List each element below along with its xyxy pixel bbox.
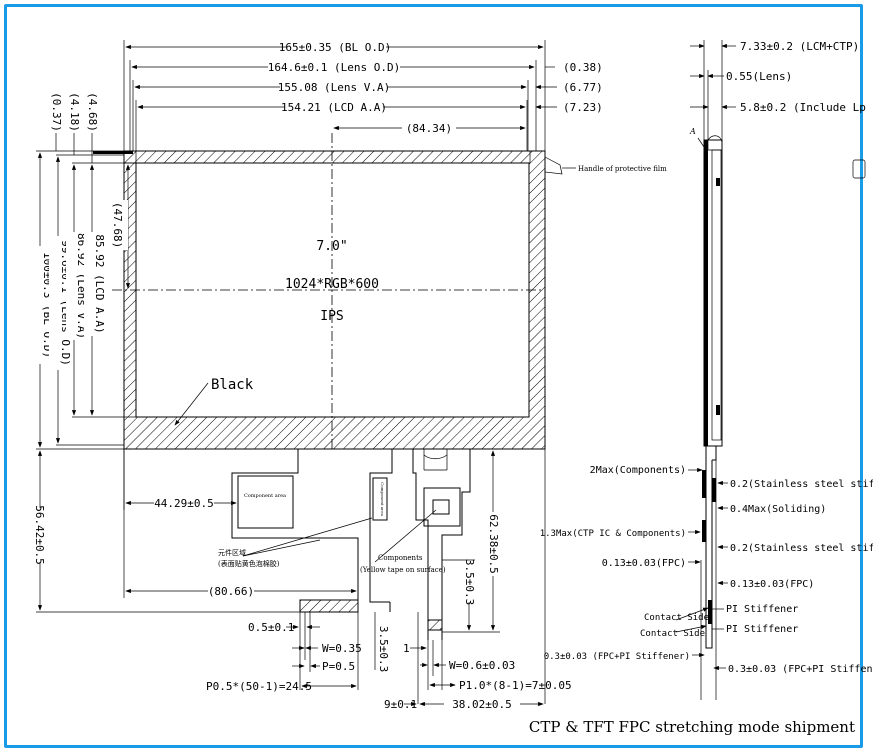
dim-4429: 44.29±0.5 [154,497,214,510]
component-area-1 [237,475,294,529]
dim-w035: W=0.35 [322,642,362,655]
dim-lcd-aa-height: 85.92 (LCD A.A) [93,234,106,333]
dim-9: 9±0.1 [384,698,417,711]
stack-fpc-right: 0.13±0.03(FPC) [730,579,814,590]
lens-edge-mark [93,151,133,154]
black-leader [174,382,209,426]
film-label: Handle of protective film [578,165,667,173]
footer-caption: CTP & TFT FPC stretching mode shipment [529,718,855,736]
contact-side-1: Contact Side [644,613,709,623]
lens-top-band [123,150,531,164]
dim-05: 0.5±0.1 [248,621,294,634]
dim-lcd-aa: 154.21 (LCD A.A) [281,101,387,114]
stack-components: 2Max(Components) [590,465,686,476]
fpc-tails: Component area Component area [231,449,471,640]
dim-677: (6.77) [563,81,603,94]
contact-side-2: Contact Side [640,629,705,639]
yellow-tape-note: (Yellow tape on surface) [360,566,446,574]
dim-w06: W=0.6±0.03 [449,659,515,672]
left-dimensions: 100±0.3 (BL O.D) 99.6±0.1 (Lens O.D) 86.… [30,92,300,613]
resolution-label: 1024*RGB*600 [285,277,379,292]
component-area-2 [372,477,388,521]
edge-tab [852,159,866,179]
dim-35-left: 3.5±0.3 [377,626,390,672]
ctp-ic-chip [432,499,450,515]
dim-418: (4.18) [68,92,81,132]
stack-steel-1: 0.2(Stainless steel stiffener) [730,479,873,490]
stack-steel-2: 0.2(Stainless steel stiffener) [730,543,873,554]
component-area-note-1: 元件区域 [218,548,246,557]
dim-half-width: (84.34) [406,122,452,135]
dim-468: (4.68) [86,92,99,132]
dim-733: 7.33±0.2 (LCM+CTP) [740,40,859,53]
stack-fpc-pi-right: 0.3±0.03 (FPC+PI Stiffener) [728,664,873,675]
drawing-border [4,4,863,748]
chip-label-1: Component area [244,493,286,499]
dim-038: (0.38) [563,61,603,74]
stack-fpc-pi-left: 0.3±0.03 (FPC+PI Stiffener) [544,652,690,662]
dim-bl-od: 165±0.35 (BL O.D) [279,41,392,54]
top-dimensions: 165±0.35 (BL O.D) 164.6±0.1 (Lens O.D) 1… [123,40,603,163]
dim-055: 0.55(Lens) [726,70,792,83]
fpc-connector-8pin [427,619,443,631]
dim-pitch-8: P1.0*(8-1)=7±0.05 [459,679,572,692]
dim-3802: 38.02±0.5 [452,698,512,711]
film-handle-side [707,135,723,151]
dim-fpc-length: 56.42±0.5 [33,505,46,565]
stack-soliding: 0.4Max(Soliding) [730,504,826,515]
chip-label-2: Component area [380,482,385,516]
dim-lens-va: 155.08 (Lens V.A) [278,81,391,94]
panel-type-label: IPS [320,309,343,324]
dim-6238: 62.38±0.5 [487,514,500,574]
lens-layer [704,140,708,446]
side-view: A 7.33±0.2 (LCM+CTP) 0.55(Lens) 5.8±0.2 … [540,40,873,700]
dim-p05: P=0.5 [322,660,355,673]
dim-037: (0.37) [50,92,63,132]
component-area-note-2: (表面贴黄色泡棉胶) [218,559,280,568]
detail-marker-a: A [689,127,696,136]
pi-stiffener-2: PI Stiffener [726,624,798,635]
dim-lens-od: 164.6±0.1 (Lens O.D) [268,61,400,74]
fpc-connector-50pin [299,599,359,613]
fpc-annotations: 元件区域 (表面贴黄色泡棉胶) Components (Yellow tape … [218,509,446,574]
dim-723: (7.23) [563,101,603,114]
stack-ctp-ic: 1.3Max(CTP IC & Components) [540,529,686,539]
pi-stiffener-1: PI Stiffener [726,604,798,615]
black-label: Black [211,377,254,393]
bezel-layer [711,149,722,441]
component-area-3 [423,487,461,527]
components-note: Components [378,554,423,562]
black-bezel-hatch [124,151,545,449]
film-tab [544,156,563,175]
lower-dimensions: 44.29±0.5 (80.66) 62.38±0.5 3.5±0.3 3.5±… [123,448,572,711]
stack-fpc-left: 0.13±0.03(FPC) [602,558,686,569]
backlight-outline [123,150,546,450]
dim-1: 1 [403,642,410,655]
dim-pitch-50: P0.5*(50-1)=24.5 [206,680,312,693]
dim-35-right: 3.5±0.3 [463,559,476,605]
front-view: 7.0" 1024*RGB*600 IPS Black Handle of pr… [30,40,667,711]
dim-58: 5.8±0.2 (Include Lp Bezel) [740,101,873,114]
size-label: 7.0" [316,239,347,254]
dim-8066: (80.66) [208,585,254,598]
dim-half-height: (47.68) [111,202,124,248]
